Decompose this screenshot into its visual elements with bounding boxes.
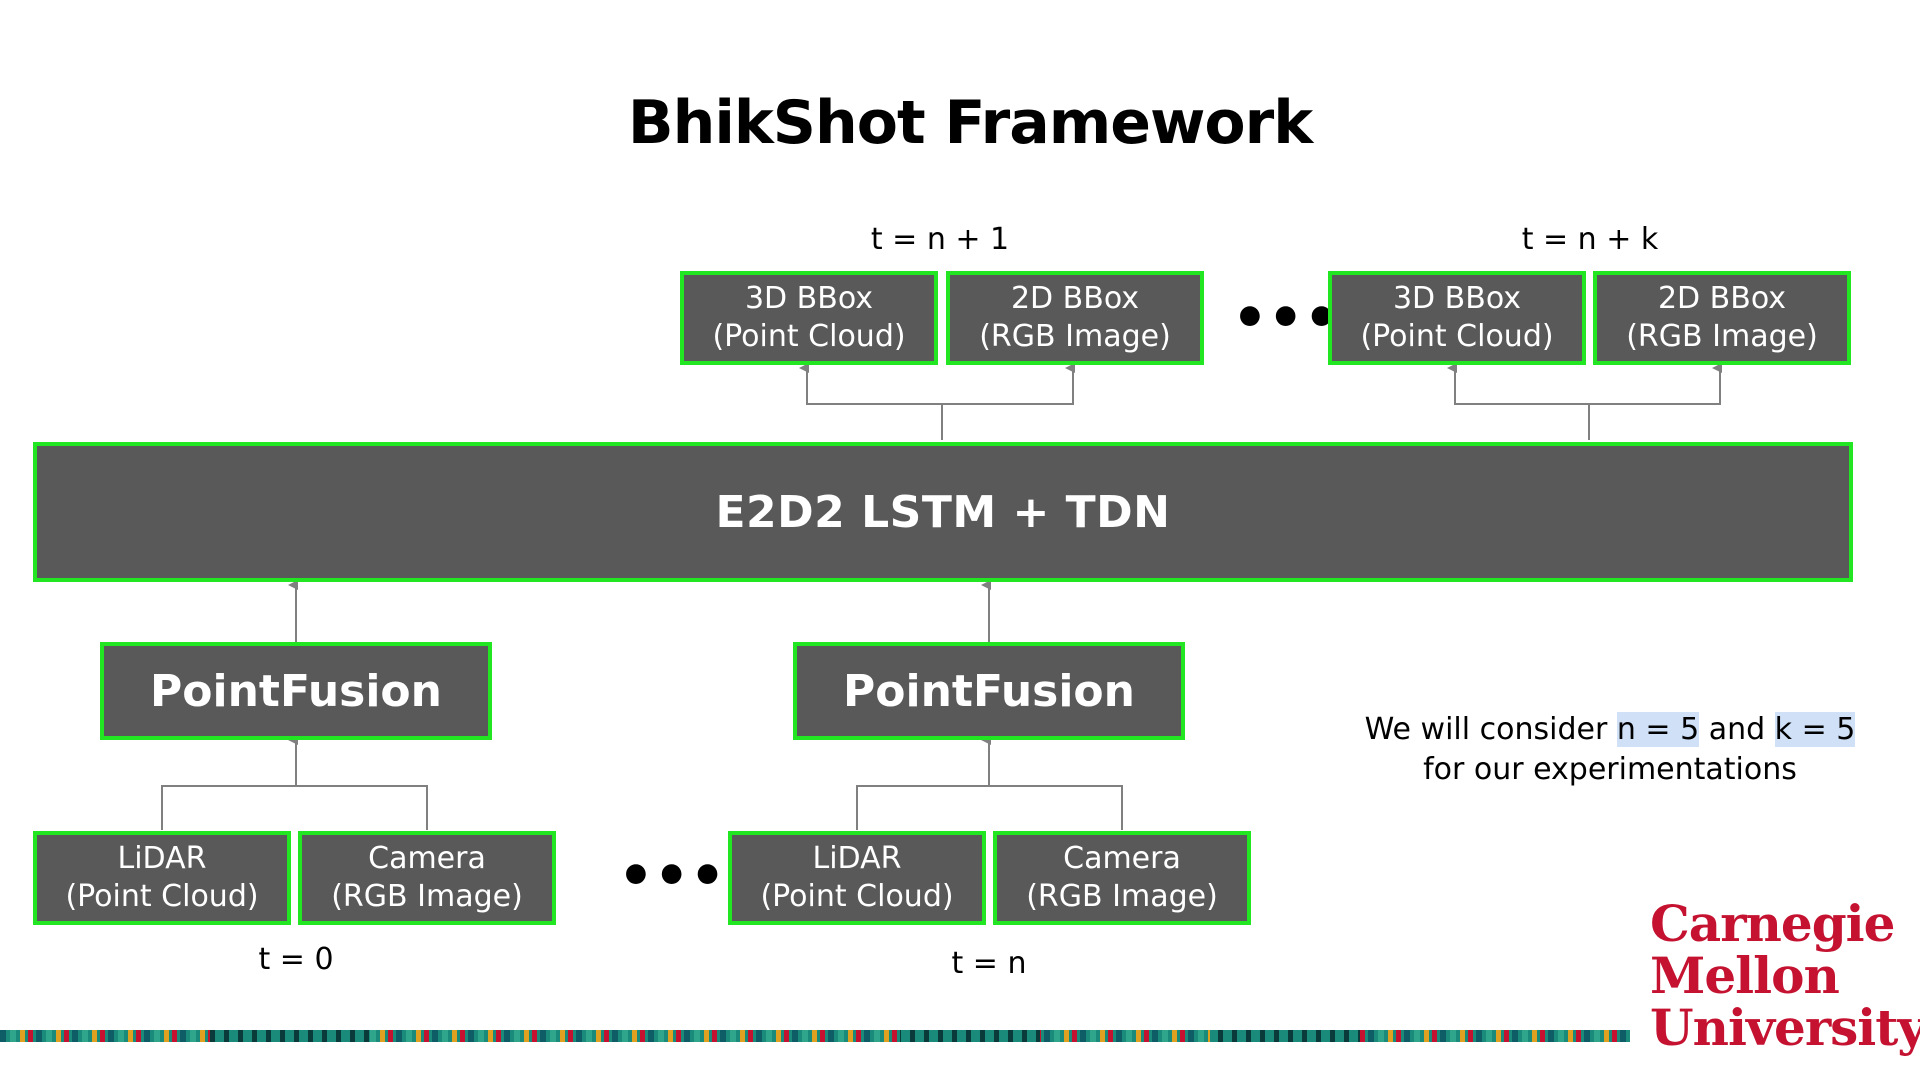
arrow-to-3dbbox-1 bbox=[799, 363, 943, 440]
cmu-logo-line2: Mellon bbox=[1650, 946, 1840, 1005]
arrow-to-2dbbox-1 bbox=[942, 363, 1075, 405]
experiment-note-line2: for our experimentations bbox=[1423, 752, 1797, 787]
input-lidar-2-subtitle: (Point Cloud) bbox=[760, 879, 954, 914]
pointfusion-left: PointFusion bbox=[100, 642, 492, 740]
output-2d-bbox-1: 2D BBox (RGB Image) bbox=[946, 271, 1204, 365]
input-camera-1-title: Camera bbox=[368, 841, 486, 876]
input-camera-1: Camera (RGB Image) bbox=[298, 831, 556, 925]
input-camera-2-title: Camera bbox=[1063, 841, 1181, 876]
arrow-to-2dbbox-2 bbox=[1589, 363, 1722, 405]
arrow-to-3dbbox-2 bbox=[1447, 363, 1590, 440]
output-3d-bbox-1-subtitle: (Point Cloud) bbox=[712, 319, 906, 354]
ellipsis-bottom: ••• bbox=[618, 844, 726, 909]
input-camera-2: Camera (RGB Image) bbox=[993, 831, 1251, 925]
input-camera-1-subtitle: (RGB Image) bbox=[331, 879, 523, 914]
output-2d-bbox-2-subtitle: (RGB Image) bbox=[1626, 319, 1818, 354]
note-middle: and bbox=[1699, 712, 1775, 747]
output-3d-bbox-1-title: 3D BBox bbox=[744, 281, 874, 316]
note-n-value: n = 5 bbox=[1616, 712, 1700, 747]
time-label-tn: t = n bbox=[951, 946, 1027, 981]
output-2d-bbox-1-subtitle: (RGB Image) bbox=[979, 319, 1171, 354]
input-lidar-1-title: LiDAR bbox=[117, 841, 207, 876]
slide-title: BhikShot Framework bbox=[627, 88, 1313, 158]
cmu-logo-line3: University bbox=[1650, 998, 1920, 1057]
e2d2-lstm-tdn-block: E2D2 LSTM + TDN bbox=[33, 442, 1853, 582]
output-3d-bbox-1: 3D BBox (Point Cloud) bbox=[680, 271, 938, 365]
pointfusion-left-label: PointFusion bbox=[150, 665, 442, 717]
time-label-t0: t = 0 bbox=[258, 942, 334, 977]
note-prefix: We will consider bbox=[1364, 712, 1617, 747]
cmu-logo-line1: Carnegie bbox=[1650, 894, 1895, 953]
experiment-note-line1: We will consider n = 5 and k = 5 bbox=[1340, 710, 1880, 750]
pointfusion-right: PointFusion bbox=[793, 642, 1185, 740]
decorative-stripe bbox=[0, 1030, 1630, 1042]
cmu-logo: Carnegie Mellon University bbox=[1650, 898, 1920, 1054]
input-lidar-2-title: LiDAR bbox=[812, 841, 902, 876]
output-2d-bbox-1-title: 2D BBox bbox=[1010, 281, 1140, 316]
join-inputs-2 bbox=[856, 785, 1123, 830]
time-label-n-plus-k: t = n + k bbox=[1521, 222, 1659, 257]
output-3d-bbox-2-title: 3D BBox bbox=[1392, 281, 1522, 316]
output-3d-bbox-2-subtitle: (Point Cloud) bbox=[1360, 319, 1554, 354]
output-2d-bbox-2-title: 2D BBox bbox=[1657, 281, 1787, 316]
note-k-value: k = 5 bbox=[1774, 712, 1856, 747]
join-inputs-1 bbox=[161, 785, 428, 830]
pointfusion-right-label: PointFusion bbox=[843, 665, 1135, 717]
output-3d-bbox-2: 3D BBox (Point Cloud) bbox=[1328, 271, 1586, 365]
input-lidar-2: LiDAR (Point Cloud) bbox=[728, 831, 986, 925]
time-label-n-plus-1: t = n + 1 bbox=[870, 222, 1010, 257]
output-2d-bbox-2: 2D BBox (RGB Image) bbox=[1593, 271, 1851, 365]
ellipsis-top: ••• bbox=[1232, 286, 1340, 351]
e2d2-lstm-tdn-label: E2D2 LSTM + TDN bbox=[715, 486, 1171, 538]
experiment-note: We will consider n = 5 and k = 5 for our… bbox=[1340, 710, 1880, 790]
input-lidar-1: LiDAR (Point Cloud) bbox=[33, 831, 291, 925]
input-lidar-1-subtitle: (Point Cloud) bbox=[65, 879, 259, 914]
input-camera-2-subtitle: (RGB Image) bbox=[1026, 879, 1218, 914]
